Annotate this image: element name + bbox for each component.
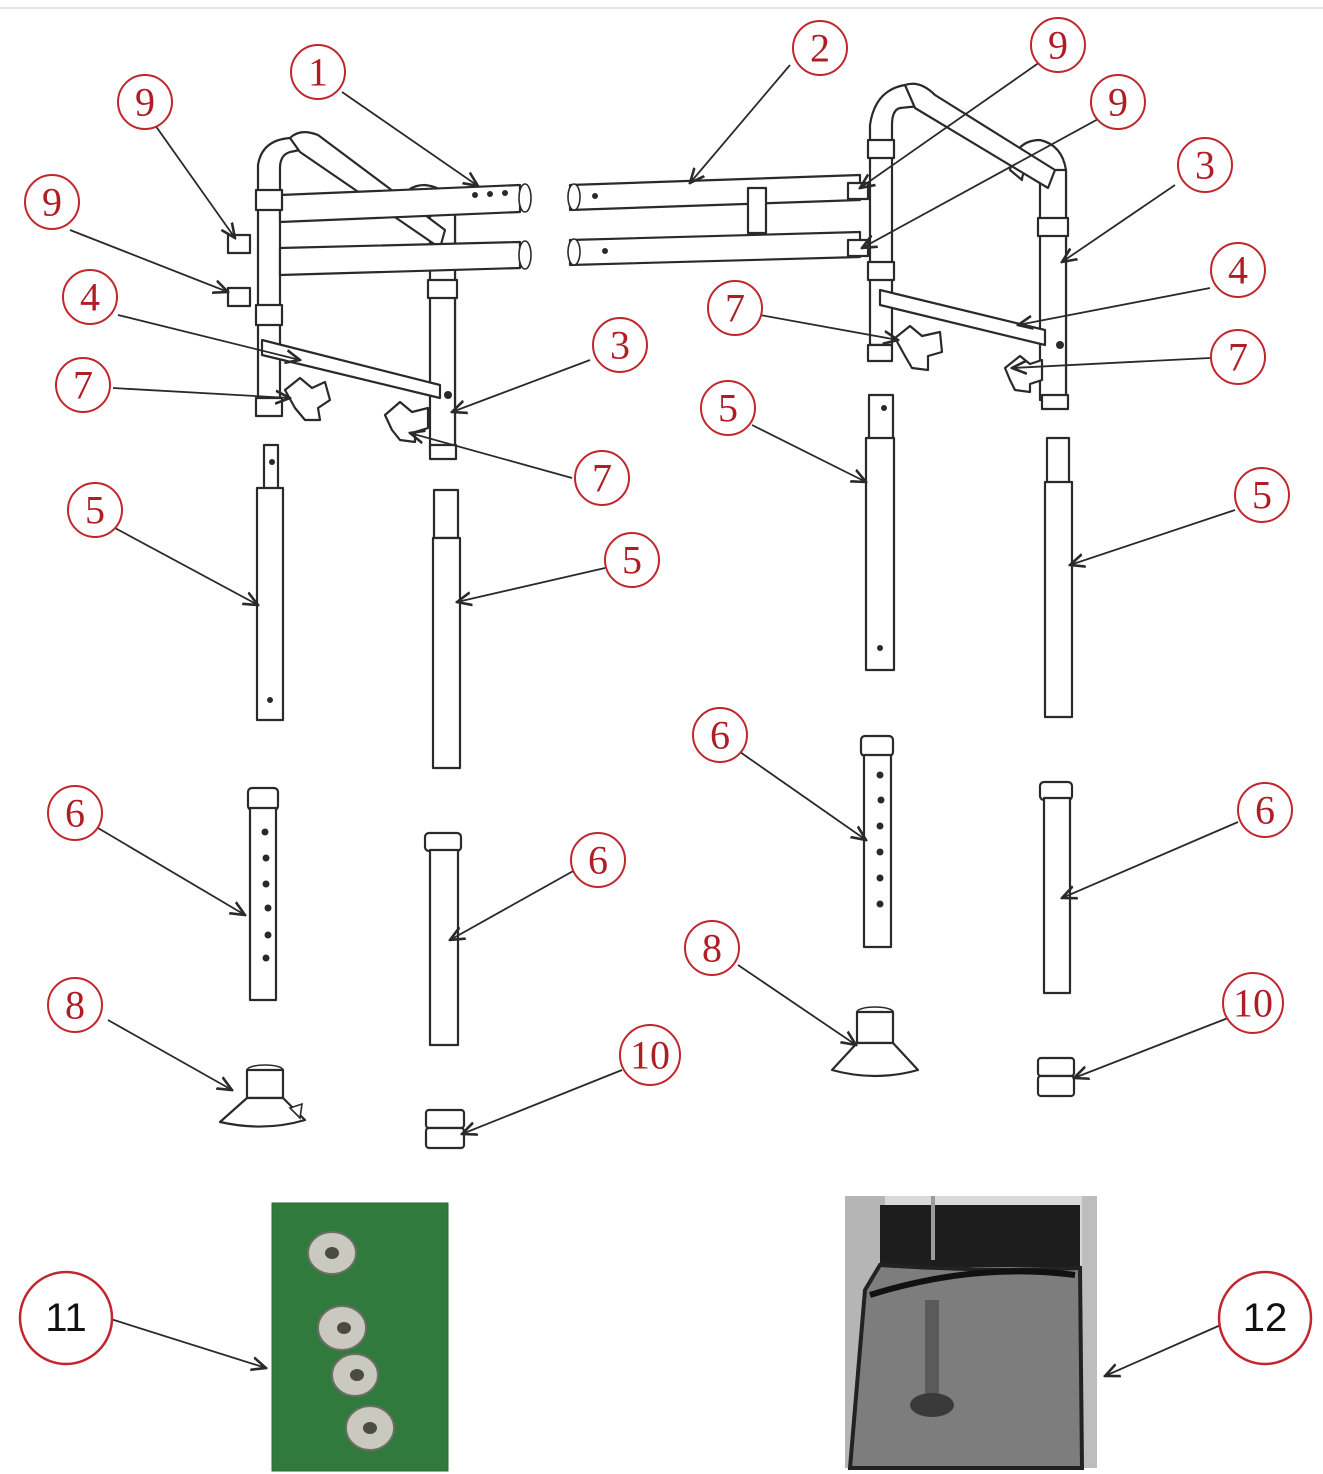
svg-text:3: 3 — [1195, 143, 1215, 188]
callout-7-c: 7 — [1210, 329, 1266, 385]
callout-9-c: 9 — [1030, 17, 1086, 73]
callout-8-b: 8 — [684, 920, 740, 976]
callout-5-b: 5 — [604, 532, 660, 588]
callout-9-a: 9 — [117, 74, 173, 130]
end-cap-10-b — [1036, 1056, 1076, 1098]
washer — [317, 1305, 367, 1351]
leg-tube-5-a — [255, 443, 285, 722]
svg-text:7: 7 — [1228, 335, 1248, 380]
callout-2: 2 — [792, 20, 848, 76]
callout-3-b: 3 — [1177, 137, 1233, 193]
svg-text:11: 11 — [45, 1296, 87, 1340]
callout-9-b: 9 — [24, 174, 80, 230]
left-frame — [226, 131, 532, 461]
callout-5-a: 5 — [67, 482, 123, 538]
svg-text:9: 9 — [135, 80, 155, 125]
svg-text:7: 7 — [592, 456, 612, 501]
svg-text:5: 5 — [85, 488, 105, 533]
leg-tube-5-c — [864, 393, 896, 672]
mesh-bag-photo — [845, 1196, 1097, 1470]
leg-tube-5-b — [431, 488, 462, 770]
svg-text:1: 1 — [308, 50, 328, 95]
lower-leg-6-d — [1038, 780, 1074, 995]
callout-6-a: 6 — [47, 785, 103, 841]
callout-12: 12 — [1217, 1270, 1313, 1366]
svg-text:5: 5 — [622, 538, 642, 583]
callout-7-b: 7 — [707, 280, 763, 336]
callout-6-d: 6 — [1237, 782, 1293, 838]
callout-7-a: 7 — [55, 357, 111, 413]
callout-8-a: 8 — [47, 977, 103, 1033]
svg-text:7: 7 — [725, 286, 745, 331]
svg-text:6: 6 — [65, 791, 85, 836]
svg-text:12: 12 — [1243, 1296, 1288, 1340]
svg-text:9: 9 — [1048, 23, 1068, 68]
lower-leg-6-c — [859, 734, 895, 949]
glide-foot-8-b — [830, 1006, 920, 1078]
callout-9-d: 9 — [1090, 74, 1146, 130]
callout-10-b: 10 — [1222, 972, 1284, 1034]
callout-6-c: 6 — [692, 707, 748, 763]
callout-3-a: 3 — [592, 317, 648, 373]
leader-lines — [69, 61, 1239, 1376]
svg-text:5: 5 — [718, 386, 738, 431]
washers-photo — [271, 1202, 449, 1472]
washer — [331, 1353, 379, 1397]
glide-foot-8-a — [218, 1064, 307, 1128]
svg-text:3: 3 — [610, 323, 630, 368]
svg-text:4: 4 — [80, 275, 100, 320]
callout-11: 11 — [18, 1270, 114, 1366]
svg-text:6: 6 — [710, 713, 730, 758]
svg-text:2: 2 — [810, 26, 830, 71]
svg-text:10: 10 — [1233, 981, 1273, 1026]
svg-text:6: 6 — [588, 838, 608, 883]
callout-10-a: 10 — [619, 1024, 681, 1086]
svg-text:7: 7 — [73, 363, 93, 408]
callout-4-a: 4 — [62, 269, 118, 325]
lower-leg-6-b — [423, 831, 463, 1047]
svg-text:8: 8 — [702, 926, 722, 971]
svg-text:9: 9 — [1108, 80, 1128, 125]
right-frame — [567, 82, 1070, 411]
lower-leg-6-a — [246, 786, 280, 1002]
callout-7-d: 7 — [574, 450, 630, 506]
svg-text:4: 4 — [1228, 248, 1248, 293]
svg-text:8: 8 — [65, 983, 85, 1028]
callout-4-b: 4 — [1210, 242, 1266, 298]
svg-text:9: 9 — [42, 180, 62, 225]
callout-6-b: 6 — [570, 832, 626, 888]
svg-text:6: 6 — [1255, 788, 1275, 833]
callout-5-d: 5 — [1234, 467, 1290, 523]
svg-text:5: 5 — [1252, 473, 1272, 518]
callout-5-c: 5 — [700, 380, 756, 436]
washer — [307, 1231, 357, 1275]
washer — [345, 1405, 395, 1451]
callout-1: 1 — [290, 44, 346, 100]
leg-tube-5-d — [1043, 436, 1074, 719]
svg-text:10: 10 — [630, 1033, 670, 1078]
end-cap-10-a — [424, 1108, 466, 1150]
